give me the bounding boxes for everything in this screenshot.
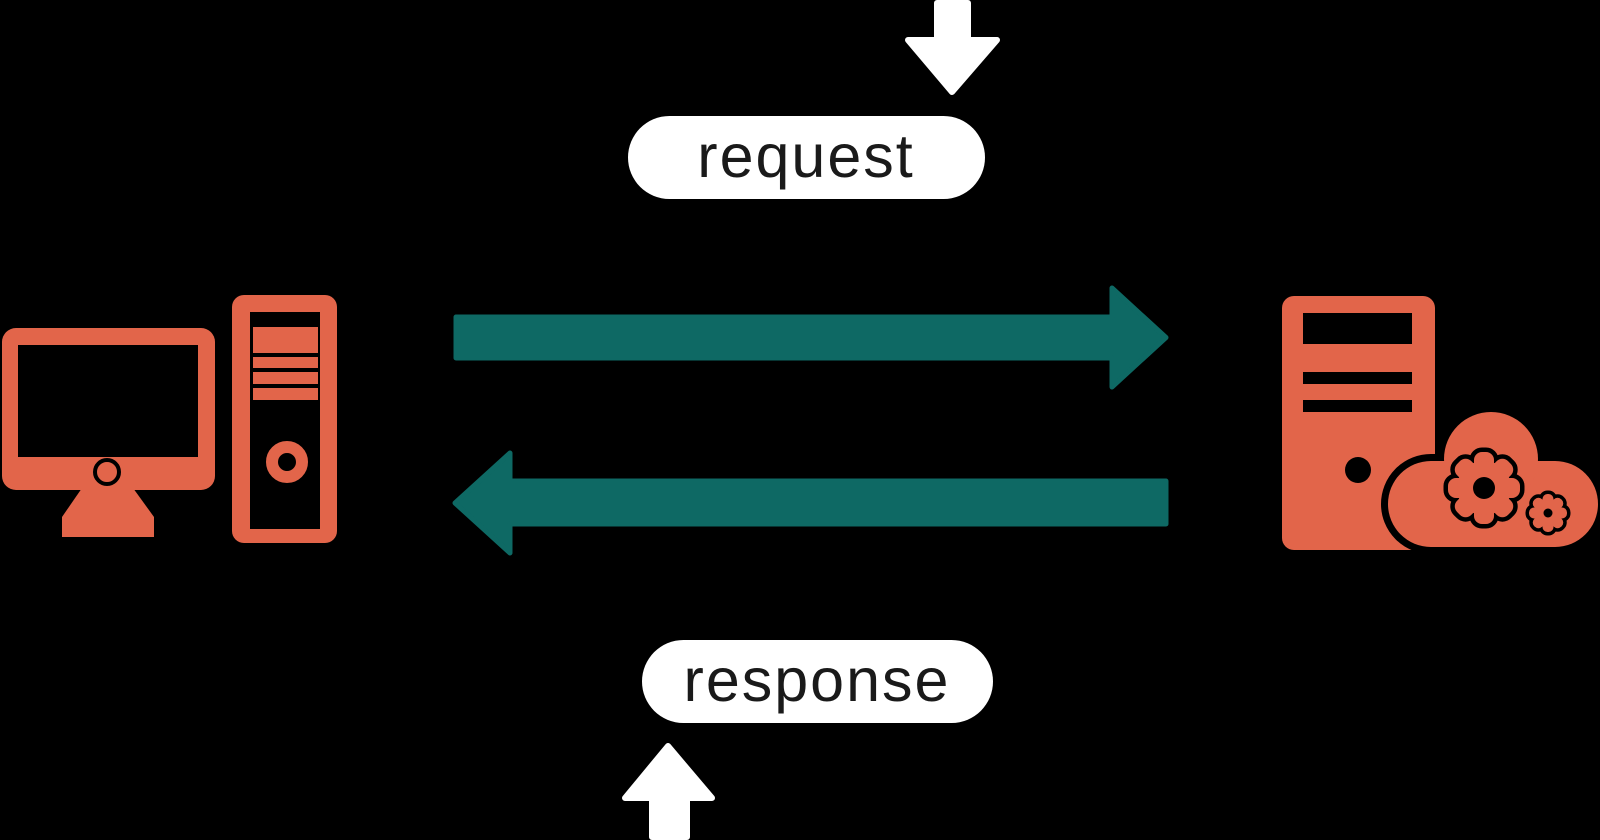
server-drive-slot xyxy=(1303,313,1412,344)
request-arrow xyxy=(453,285,1169,390)
client-computer-icon xyxy=(2,295,337,543)
gear-hole xyxy=(1543,508,1553,518)
server-vent xyxy=(1303,400,1412,412)
monitor-power-button-icon xyxy=(93,458,121,486)
request-label: request xyxy=(697,122,914,190)
response-arrow xyxy=(452,450,1169,556)
request-label-pill: request xyxy=(628,116,985,199)
monitor-stand xyxy=(62,488,154,537)
down-arrow-icon xyxy=(905,0,1000,95)
gear-hole xyxy=(1473,477,1495,499)
desktop-tower-vent xyxy=(253,357,318,368)
response-pill-background xyxy=(642,640,993,723)
desktop-tower-drive-bay xyxy=(253,327,318,353)
desktop-tower-power-button-icon xyxy=(266,441,308,483)
response-label-pill: response xyxy=(642,640,993,723)
desktop-tower-vent xyxy=(253,372,318,384)
up-arrow-icon xyxy=(622,743,715,840)
response-label: response xyxy=(684,646,951,714)
desktop-tower-vent xyxy=(253,388,318,400)
gear-icon-large xyxy=(1443,447,1525,529)
request-pill-background xyxy=(628,116,985,199)
server-icon xyxy=(1282,296,1600,554)
server-power-button-icon xyxy=(1345,457,1371,483)
server-vent xyxy=(1303,372,1412,384)
gear-icon-small xyxy=(1525,490,1571,536)
monitor-screen xyxy=(18,345,198,457)
